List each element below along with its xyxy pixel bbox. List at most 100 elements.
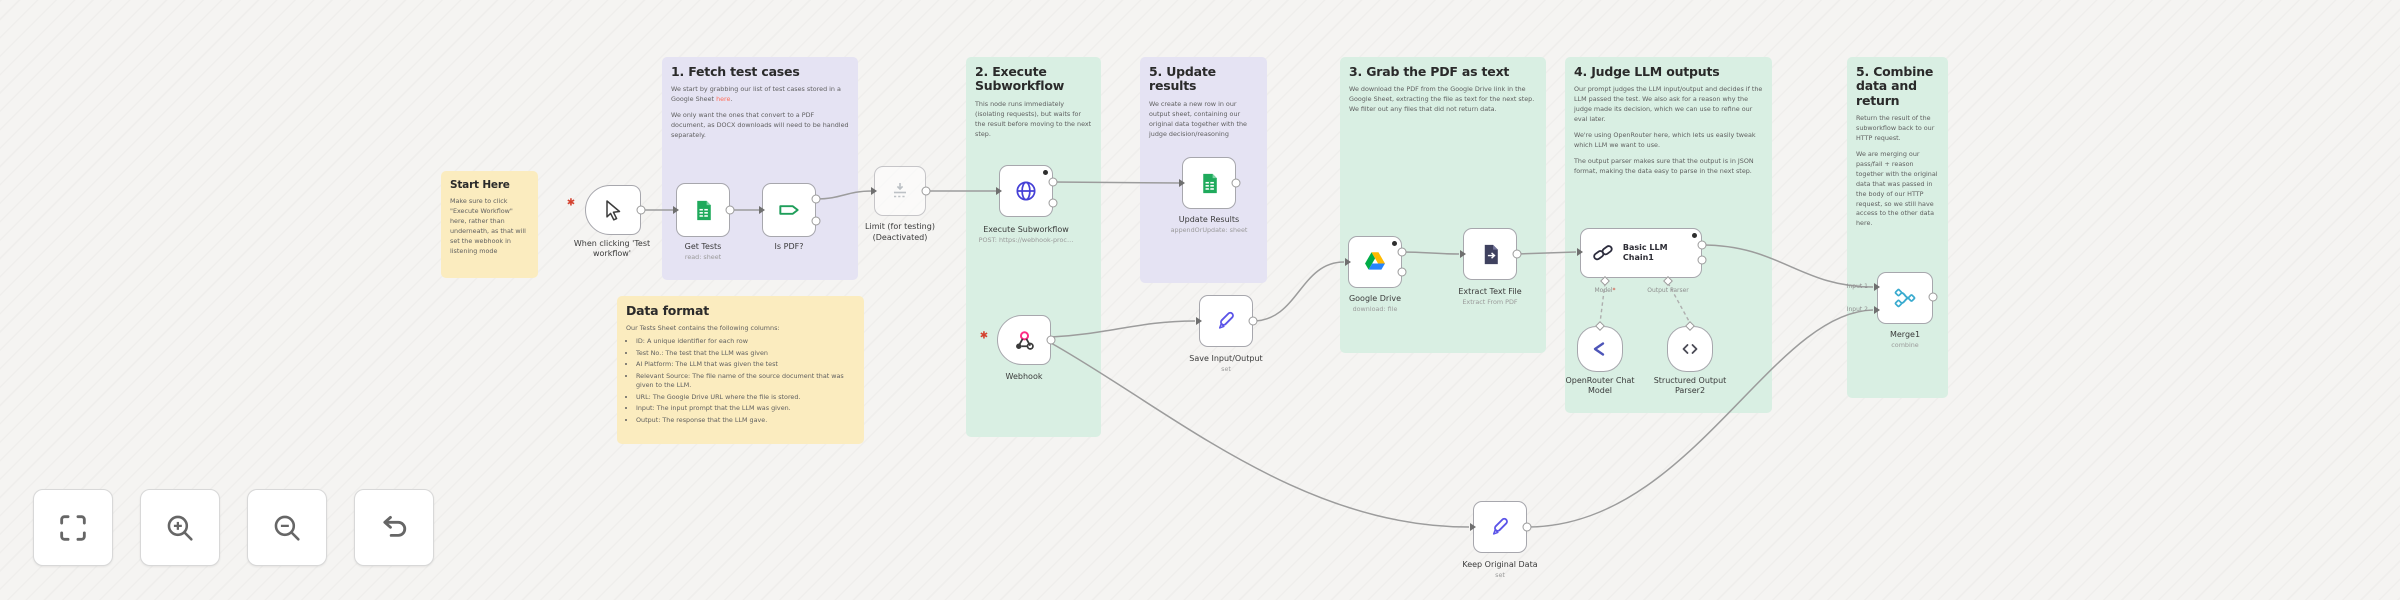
node-keep-original-data[interactable] xyxy=(1473,501,1527,553)
node-label: Google Drive xyxy=(1348,294,1402,303)
chain-icon xyxy=(1593,245,1613,261)
sticky-note-data-format[interactable]: Data format Our Tests Sheet contains the… xyxy=(617,296,864,444)
node-label: Extract Text File xyxy=(1458,287,1522,296)
sticky-note-execute-subworkflow[interactable]: 2. Execute Subworkflow This node runs im… xyxy=(966,57,1101,437)
node-label: OpenRouter Chat Model xyxy=(1565,376,1635,395)
sticky-title: Start Here xyxy=(450,179,510,191)
output-port[interactable] xyxy=(1397,267,1407,277)
if-signpost-icon xyxy=(779,205,799,215)
node-webhook[interactable] xyxy=(997,315,1051,365)
output-port[interactable] xyxy=(1397,247,1407,257)
google-drive-icon xyxy=(1365,252,1385,270)
output-port[interactable] xyxy=(636,205,646,215)
output-port[interactable] xyxy=(1248,316,1258,326)
input-port[interactable] xyxy=(759,206,765,214)
input-port[interactable] xyxy=(1179,179,1185,187)
zoom-out-icon xyxy=(274,515,300,541)
input-port[interactable] xyxy=(1196,317,1202,325)
output-port[interactable] xyxy=(1697,240,1707,250)
node-extract-text-file[interactable] xyxy=(1463,228,1517,280)
zoom-in-button[interactable] xyxy=(140,489,220,566)
list-item: Test No.: The test that the LLM was give… xyxy=(636,349,855,359)
cursor-icon xyxy=(606,200,621,221)
output-port[interactable] xyxy=(1048,198,1058,208)
code-brackets-icon xyxy=(1682,344,1698,354)
output-port[interactable] xyxy=(1231,178,1241,188)
undo-icon xyxy=(383,515,407,537)
input-port[interactable] xyxy=(1470,523,1476,531)
input-port[interactable] xyxy=(1874,306,1880,314)
input-port[interactable] xyxy=(996,187,1002,195)
required-marker: * xyxy=(1612,287,1616,294)
extract-file-icon xyxy=(1484,244,1498,264)
sticky-text: . xyxy=(730,95,733,104)
node-limit-for-testing[interactable] xyxy=(874,166,926,216)
sticky-text: We are merging our pass/fail + reason to… xyxy=(1856,149,1938,228)
node-label: Get Tests xyxy=(684,242,722,251)
node-sublabel: appendOrUpdate: sheet xyxy=(1170,226,1248,234)
input-port[interactable] xyxy=(871,187,877,195)
sticky-title: 4. Judge LLM outputs xyxy=(1574,64,1720,79)
sticky-title: 2. Execute Subworkflow xyxy=(975,64,1065,94)
sticky-body: We create a new row in our output sheet,… xyxy=(1149,100,1258,140)
sticky-text: The output parser makes sure that the ou… xyxy=(1574,156,1754,175)
sticky-text: Our Tests Sheet contains the following c… xyxy=(626,324,780,333)
node-merge[interactable] xyxy=(1877,272,1933,324)
required-marker-icon: ✱ xyxy=(566,197,576,209)
sticky-note-grab-pdf[interactable]: 3. Grab the PDF as text We download the … xyxy=(1340,57,1546,353)
output-port[interactable] xyxy=(1522,522,1532,532)
node-basic-llm-chain[interactable]: Basic LLM Chain1 xyxy=(1580,228,1702,278)
http-globe-icon xyxy=(1016,181,1036,201)
merge-icon xyxy=(1894,288,1916,308)
input-port[interactable] xyxy=(1874,283,1880,291)
output-port[interactable] xyxy=(1697,255,1707,265)
sticky-note-start-here[interactable]: Start Here Make sure to click "Execute W… xyxy=(441,171,538,278)
node-save-input-output[interactable] xyxy=(1199,295,1253,347)
node-openrouter-chat-model[interactable] xyxy=(1577,326,1623,372)
sticky-text: We're using OpenRouter here, which lets … xyxy=(1574,131,1756,149)
fit-view-button[interactable] xyxy=(33,489,113,566)
port-label-output-parser: Output Parser xyxy=(1647,287,1689,294)
input-port[interactable] xyxy=(1577,248,1583,256)
sticky-title: 1. Fetch test cases xyxy=(671,64,800,79)
node-is-pdf[interactable] xyxy=(762,183,816,237)
sticky-title: 5. Update results xyxy=(1149,64,1216,94)
node-get-tests[interactable] xyxy=(676,183,730,237)
sticky-text: We only want the ones that convert to a … xyxy=(671,111,849,140)
output-port[interactable] xyxy=(811,194,821,204)
sticky-text: We create a new row in our output sheet,… xyxy=(1149,99,1247,138)
fit-view-icon xyxy=(60,514,86,541)
node-structured-output-parser[interactable] xyxy=(1667,326,1713,372)
sticky-note-fetch-test-cases[interactable]: 1. Fetch test cases We start by grabbing… xyxy=(662,57,858,280)
sticky-body: Make sure to click "Execute Workflow" he… xyxy=(450,197,526,255)
node-update-results[interactable] xyxy=(1182,157,1236,209)
output-port[interactable] xyxy=(1512,249,1522,259)
data-format-list: ID: A unique identifier for each row Tes… xyxy=(626,337,855,425)
undo-button[interactable] xyxy=(354,489,434,566)
limit-icon xyxy=(894,183,906,198)
node-label: Merge1 xyxy=(1889,330,1921,339)
node-marker-dot xyxy=(1692,233,1697,238)
node-when-clicking-test-workflow[interactable] xyxy=(585,185,641,235)
input-port[interactable] xyxy=(673,206,679,214)
input-port[interactable] xyxy=(1460,250,1466,258)
sticky-text: We start by grabbing our list of test ca… xyxy=(671,85,841,104)
sticky-body: This node runs immediately (isolating re… xyxy=(975,100,1092,140)
output-port[interactable] xyxy=(725,205,735,215)
output-port[interactable] xyxy=(1046,335,1056,345)
here-link[interactable]: here xyxy=(716,95,731,104)
node-inner-label: Basic LLM Chain1 xyxy=(1622,243,1668,262)
sticky-body: Our prompt judges the LLM input/output a… xyxy=(1574,85,1763,176)
output-port[interactable] xyxy=(811,216,821,226)
output-port[interactable] xyxy=(1048,177,1058,187)
required-marker-icon: ✱ xyxy=(979,330,989,342)
input-port[interactable] xyxy=(1345,258,1351,266)
output-port[interactable] xyxy=(921,186,931,196)
list-item: Relevant Source: The file name of the so… xyxy=(636,372,855,392)
zoom-out-button[interactable] xyxy=(247,489,327,566)
output-port[interactable] xyxy=(1928,292,1938,302)
sticky-note-combine-return[interactable]: 5. Combine data and return Return the re… xyxy=(1847,57,1948,398)
node-label: Limit (for testing) xyxy=(865,222,935,231)
